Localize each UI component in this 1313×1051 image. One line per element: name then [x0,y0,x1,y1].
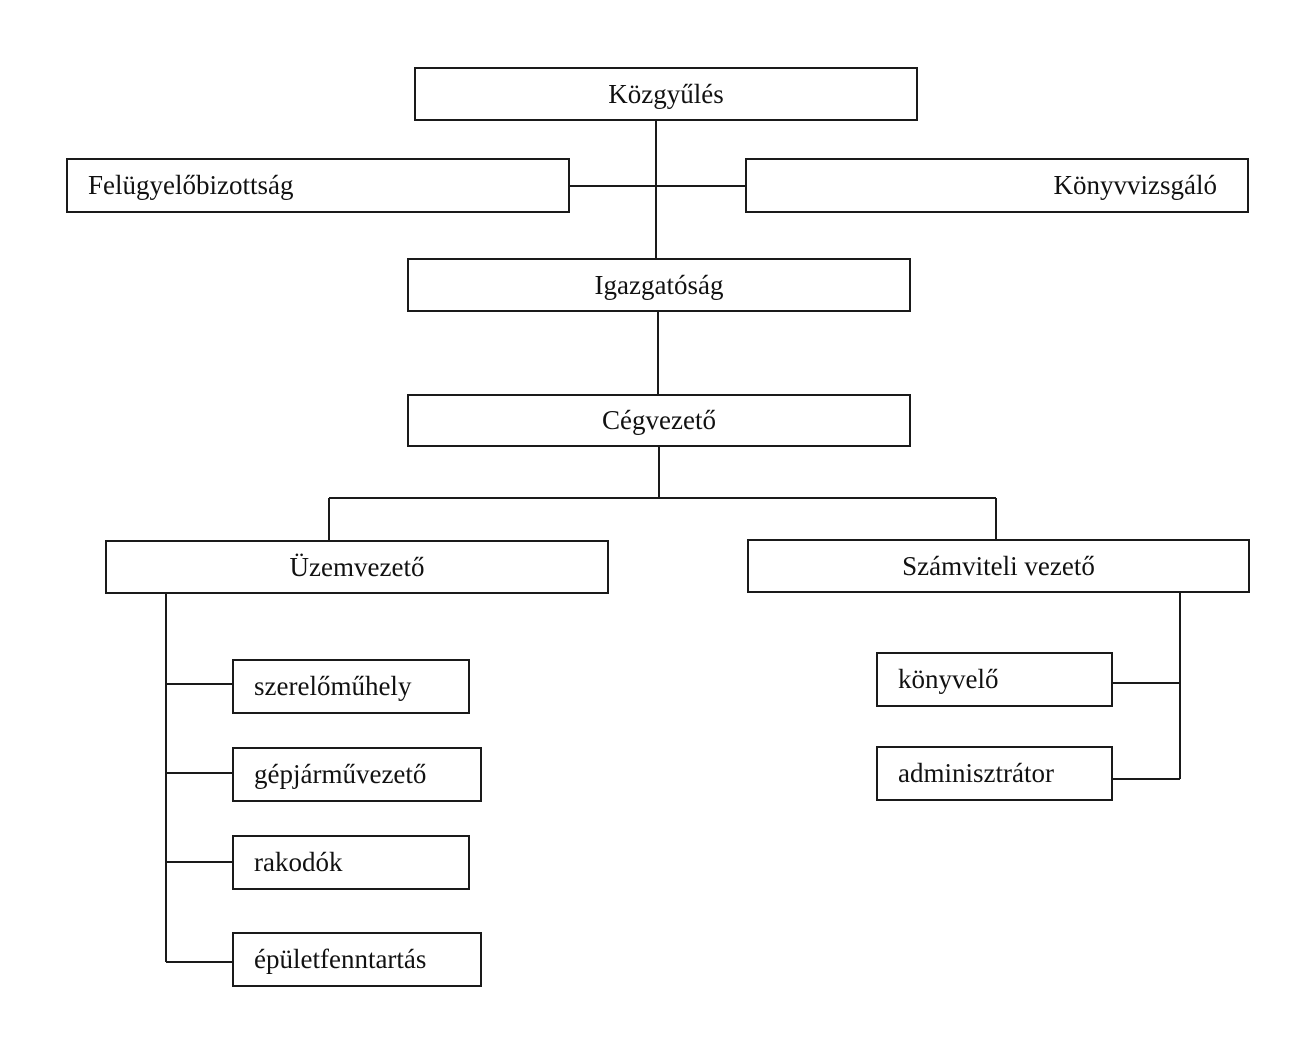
node-label: könyvelő [898,664,999,694]
node-label: adminisztrátor [898,758,1054,788]
node-gepjarmuvezeto: gépjárművezető [232,747,482,802]
node-cegvezeto: Cégvezető [407,394,911,447]
node-label: gépjárművezető [254,759,427,789]
node-felugyelobizottsag: Felügyelőbizottság [66,158,570,213]
node-epuletfenntartas: épületfenntartás [232,932,482,987]
node-label: szerelőműhely [254,671,412,701]
node-igazgatosag: Igazgatóság [407,258,911,312]
node-label: rakodók [254,847,343,877]
node-label: Cégvezető [602,405,716,435]
node-label: Felügyelőbizottság [88,170,294,200]
node-label: Közgyűlés [608,78,724,109]
node-uzemvezeto: Üzemvezető [105,540,609,594]
node-adminisztrator: adminisztrátor [876,746,1113,801]
node-konyvelo: könyvelő [876,652,1113,707]
node-konyvvizsgalo: Könyvvizsgáló [745,158,1249,213]
node-label: épületfenntartás [254,944,427,974]
node-rakodok: rakodók [232,835,470,890]
node-kozgyules: Közgyűlés [414,67,918,121]
node-label: Igazgatóság [594,269,724,300]
node-label: Üzemvezető [289,551,425,582]
node-label: Számviteli vezető [902,550,1095,581]
node-szerelomuhely: szerelőműhely [232,659,470,714]
node-label: Könyvvizsgáló [1053,170,1217,200]
node-szamviteli-vezeto: Számviteli vezető [747,539,1250,593]
